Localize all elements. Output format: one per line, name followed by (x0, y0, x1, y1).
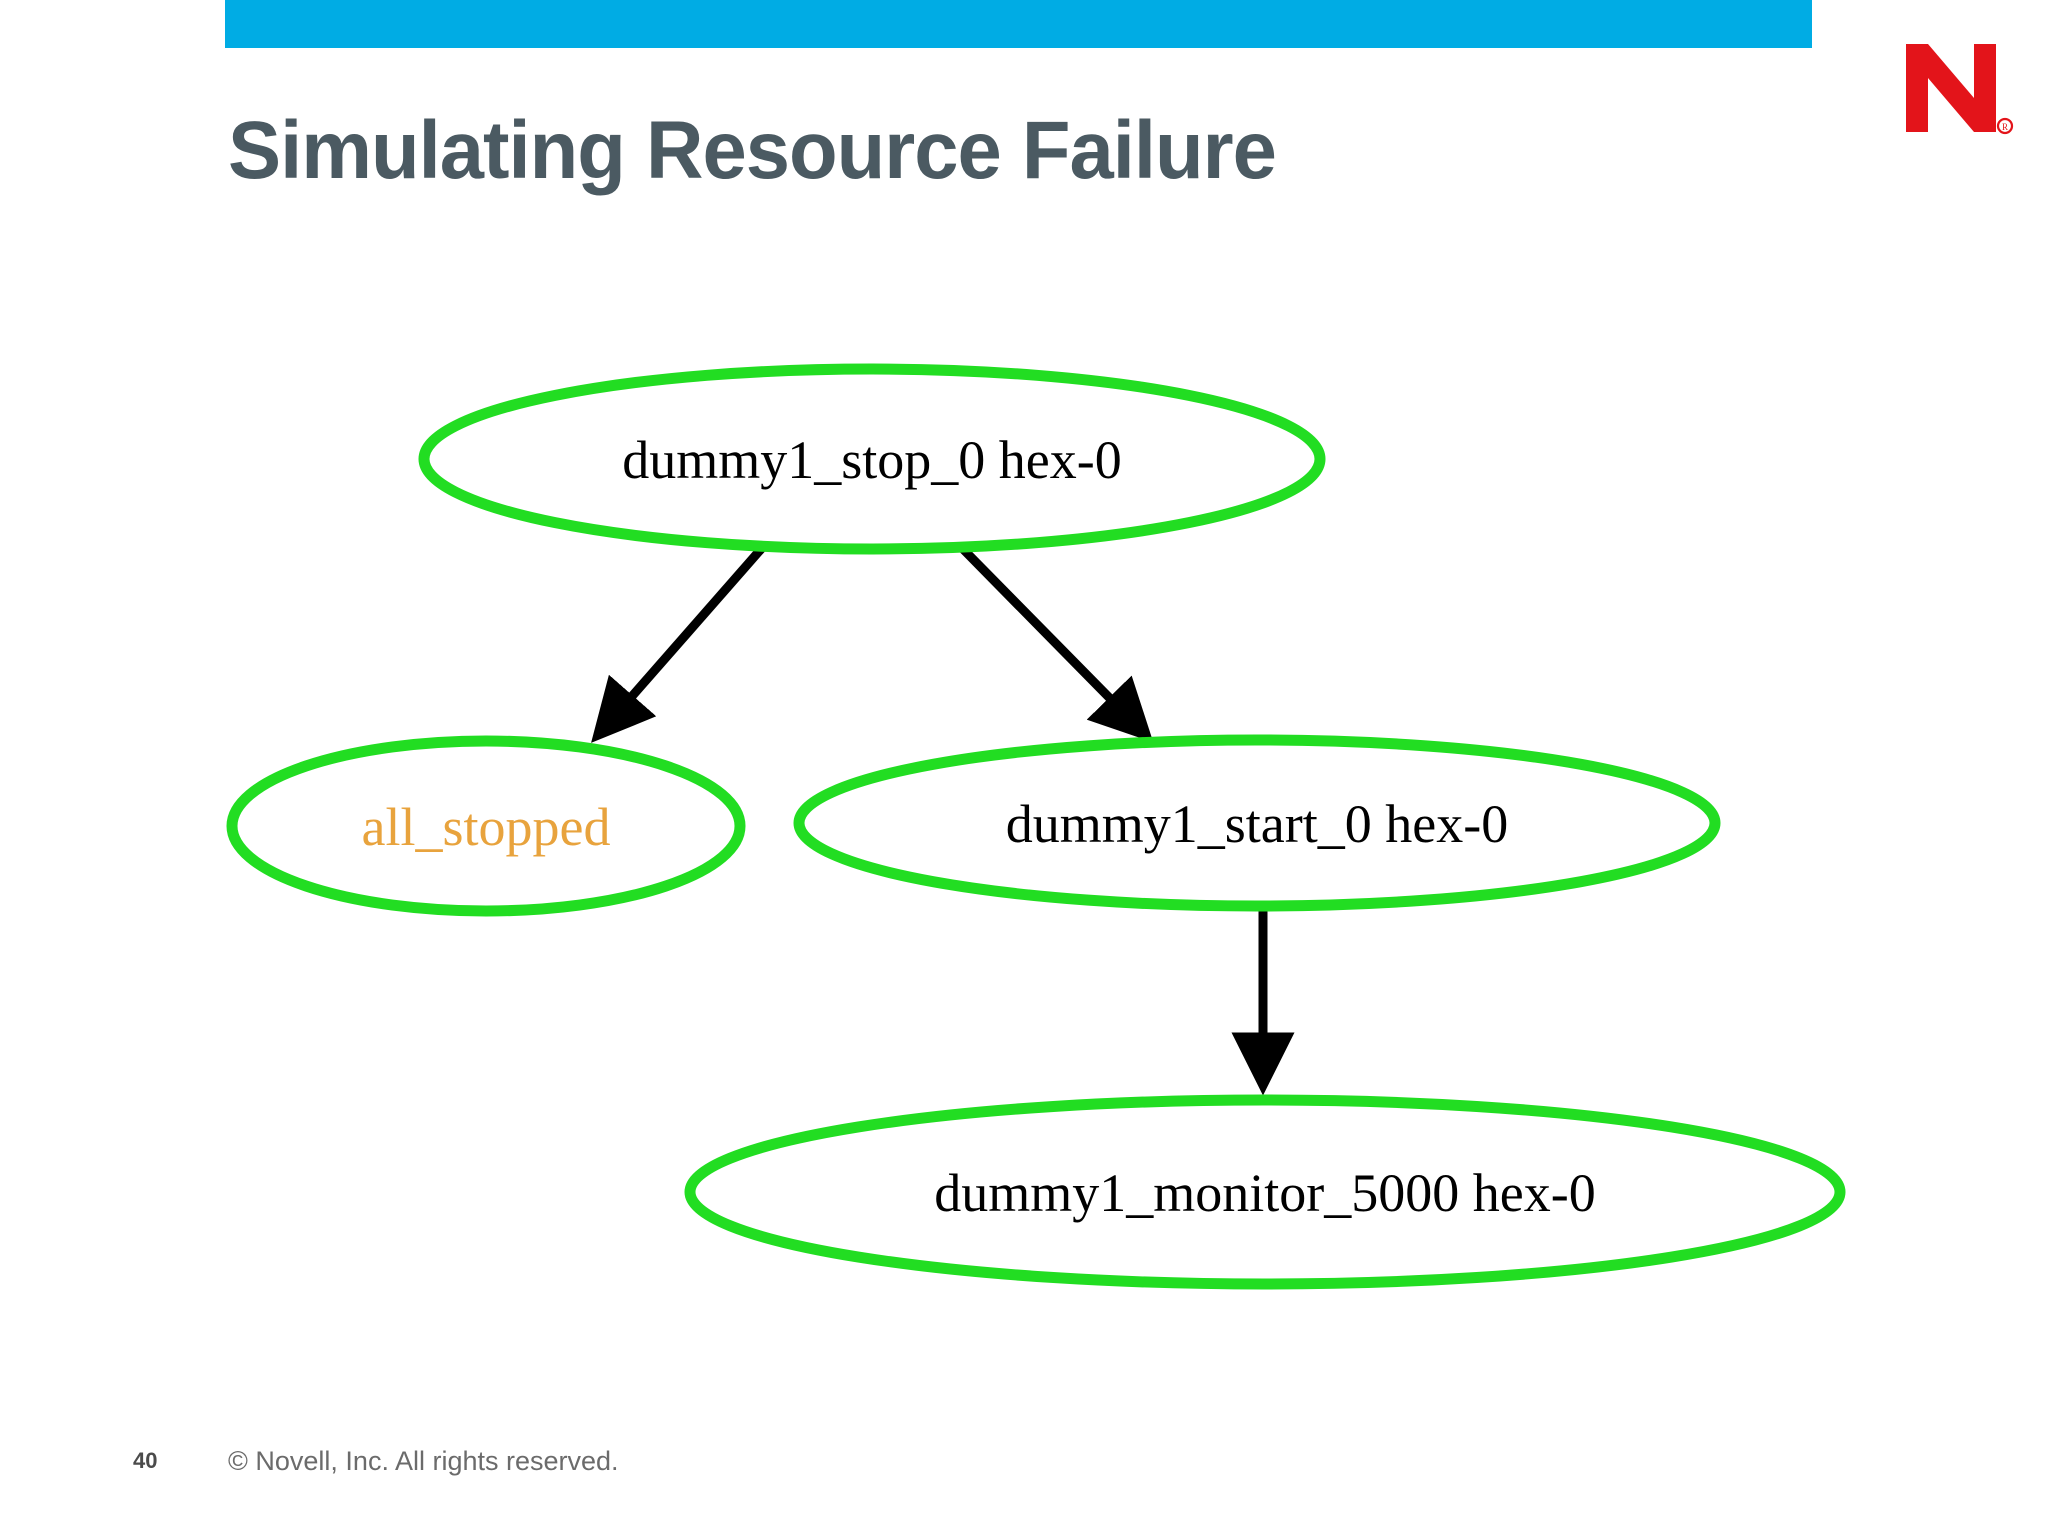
novell-n-logo-graphic: R (1906, 44, 2014, 135)
graph-node-dummy1-stop-0[interactable]: dummy1_stop_0 hex-0 (418, 363, 1326, 555)
registered-trademark-letter: R (2002, 122, 2008, 132)
novell-n-logo: R (1898, 38, 2018, 138)
edge-stop-to-all-stopped (591, 545, 766, 743)
registered-trademark-icon (1996, 117, 2014, 135)
node-ellipse-dummy1-monitor-5000[interactable] (684, 1094, 1846, 1290)
header-accent-bar (225, 0, 1812, 48)
node-label-all-stopped: all_stopped (362, 797, 611, 857)
graph-edges (591, 544, 1295, 1096)
graph-node-all-stopped[interactable]: all_stopped (226, 735, 746, 917)
node-label-dummy1-stop-0: dummy1_stop_0 hex-0 (622, 430, 1121, 490)
slide-number: 40 (133, 1448, 158, 1473)
node-label-dummy1-monitor-5000: dummy1_monitor_5000 hex-0 (934, 1163, 1595, 1223)
node-ellipse-dummy1-stop-0[interactable] (418, 363, 1326, 555)
edge-stop-to-start (958, 544, 1154, 743)
graph-node-dummy1-monitor-5000[interactable]: dummy1_monitor_5000 hex-0 (684, 1094, 1846, 1290)
slide-footer: 40 © Novell, Inc. All rights reserved. (0, 1446, 2048, 1498)
node-label-dummy1-start-0: dummy1_start_0 hex-0 (1006, 794, 1508, 854)
node-ellipse-dummy1-start-0[interactable] (793, 734, 1721, 912)
node-ellipse-all-stopped[interactable] (226, 735, 746, 917)
graph-node-dummy1-start-0[interactable]: dummy1_start_0 hex-0 (793, 734, 1721, 912)
copyright-notice: © Novell, Inc. All rights reserved. (228, 1446, 619, 1476)
page-title: Simulating Resource Failure (228, 105, 1277, 196)
logo-letter-n (1906, 44, 1996, 132)
